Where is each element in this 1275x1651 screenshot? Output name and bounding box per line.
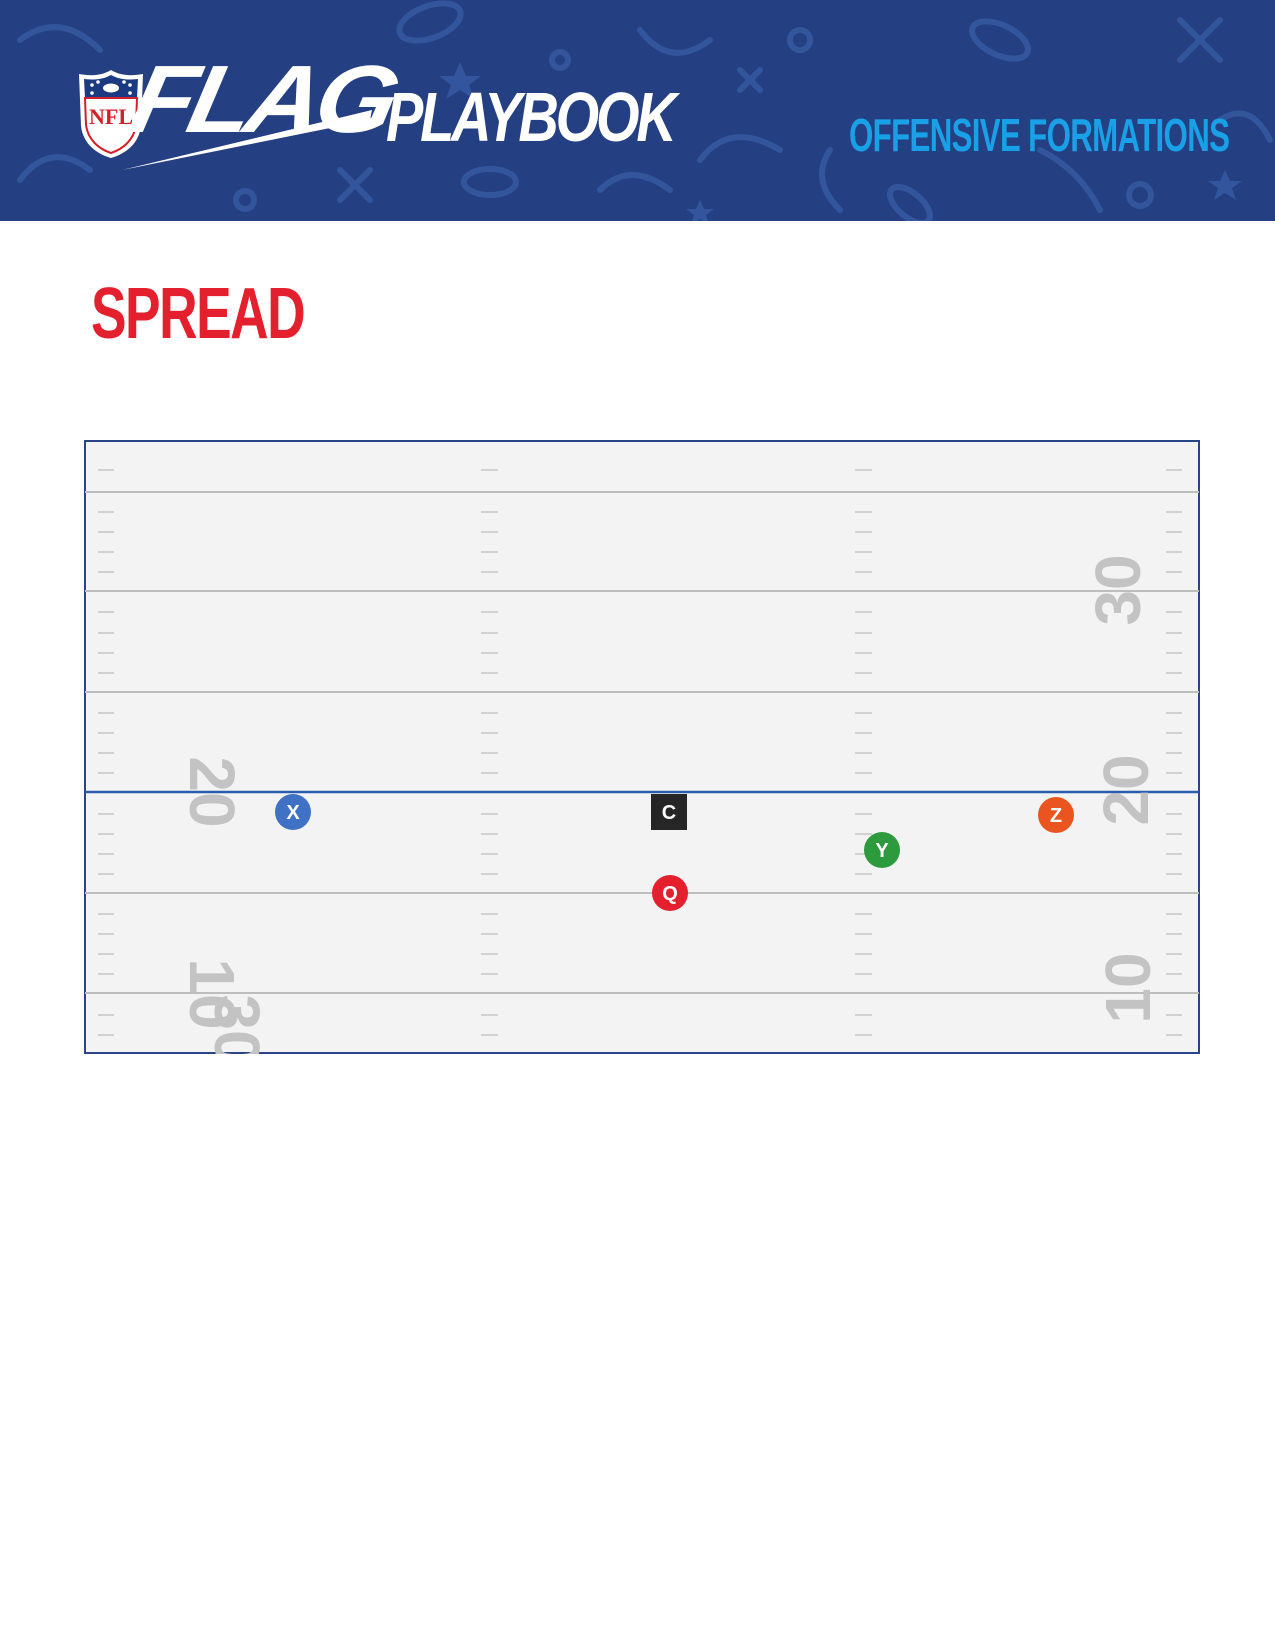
header-banner: NFL FLAG PLAYBOOK OFFENSIVE FORMATIONS (0, 0, 1275, 221)
yard-number-left-20: 20 (176, 756, 248, 827)
player-q-label: Q (662, 883, 678, 905)
player-x-label: X (286, 802, 300, 824)
player-q: Q (652, 875, 688, 911)
nfl-logo-text: NFL (89, 104, 133, 129)
yard-number-right-30: 30 (1082, 554, 1154, 625)
player-x-marker (275, 794, 311, 830)
hash-marks (98, 469, 1182, 1036)
yard-number-right-20: 20 (1090, 754, 1162, 825)
nfl-shield-logo: NFL (79, 70, 143, 158)
player-z-label: Z (1050, 805, 1062, 827)
player-c-label: C (662, 802, 676, 824)
brand-flag-wordmark: FLAG (121, 46, 404, 154)
yard-number-left-10: 10 (176, 958, 248, 1029)
field-surface (84, 440, 1200, 1054)
brand-playbook-wordmark: PLAYBOOK (386, 78, 677, 156)
player-z-marker (1038, 797, 1074, 833)
player-q-marker (652, 875, 688, 911)
yard-lines (85, 491, 1199, 994)
player-z: Z (1038, 797, 1074, 833)
player-c-marker (651, 794, 687, 830)
field-canvas: 30 30 20 20 10 10 X C Y Z Q (84, 440, 1200, 1054)
banner-pattern (17, 0, 1273, 221)
yard-number-left-30: 30 (201, 994, 273, 1054)
brand-swoosh (122, 110, 372, 170)
formation-title: SPREAD (91, 274, 306, 354)
player-y-marker (864, 832, 900, 868)
player-x: X (275, 794, 311, 830)
player-y: Y (864, 832, 900, 868)
player-c: C (651, 794, 687, 830)
yard-number-right-10: 10 (1092, 952, 1164, 1023)
player-y-label: Y (875, 840, 889, 862)
field-diagram: 30 30 20 20 10 10 X C Y Z Q (84, 440, 1200, 1054)
section-label: OFFENSIVE FORMATIONS (849, 109, 1230, 161)
